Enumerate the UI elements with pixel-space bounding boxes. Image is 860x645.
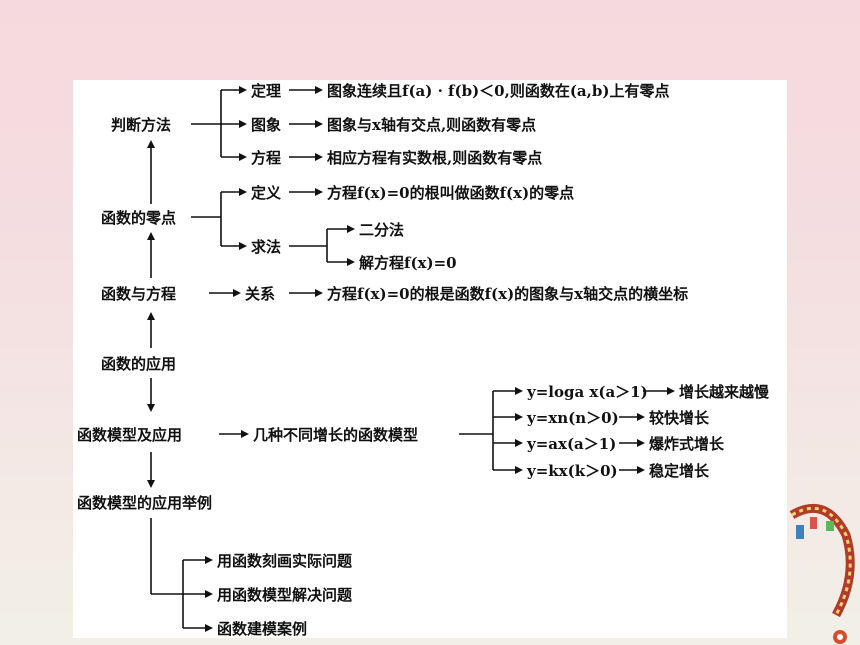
node-model-exp: y=ax(a＞1) bbox=[526, 435, 616, 453]
node-relation-desc: 方程f(x)=0的根是函数f(x)的图象与x轴交点的横坐标 bbox=[327, 285, 688, 303]
arrowhead bbox=[315, 86, 323, 94]
node-example-1: 用函数刻画实际问题 bbox=[217, 552, 353, 570]
arrowhead bbox=[515, 387, 523, 395]
arrowhead bbox=[515, 439, 523, 447]
node-model-log: y=loga x(a＞1) bbox=[526, 383, 648, 401]
arrowhead bbox=[147, 140, 155, 148]
arrowhead bbox=[205, 556, 213, 564]
node-examples: 函数模型的应用举例 bbox=[77, 494, 212, 512]
arrowhead bbox=[315, 153, 323, 161]
node-definition: 定义 bbox=[251, 184, 281, 202]
labels: 判断方法 定理 图象连续且f(a) · f(b)＜0,则函数在(a,b)上有零点… bbox=[77, 82, 770, 638]
concept-map: 判断方法 定理 图象连续且f(a) · f(b)＜0,则函数在(a,b)上有零点… bbox=[77, 82, 770, 638]
decor-house-2 bbox=[810, 517, 817, 529]
node-model-linear: y=kx(k＞0) bbox=[526, 462, 618, 480]
arrowhead bbox=[147, 232, 155, 240]
node-graph: 图象 bbox=[251, 116, 281, 134]
node-zeros: 函数的零点 bbox=[101, 209, 176, 227]
node-graph-desc: 图象与x轴有交点,则函数有零点 bbox=[327, 116, 536, 134]
arrowhead bbox=[347, 225, 355, 233]
decor-arch bbox=[789, 503, 855, 618]
node-model-power-desc: 较快增长 bbox=[649, 409, 710, 427]
connectors bbox=[147, 86, 675, 632]
arrowhead bbox=[515, 466, 523, 474]
node-model-log-desc: 增长越来越慢 bbox=[679, 383, 770, 401]
arrowhead bbox=[147, 480, 155, 488]
decor-house-1 bbox=[796, 525, 804, 539]
diagram-panel: 判断方法 定理 图象连续且f(a) · f(b)＜0,则函数在(a,b)上有零点… bbox=[73, 80, 787, 638]
node-example-2: 用函数模型解决问题 bbox=[217, 586, 353, 604]
arrowhead bbox=[205, 590, 213, 598]
decor-circle-center bbox=[837, 634, 843, 640]
corner-decoration bbox=[789, 503, 855, 644]
node-solving: 求法 bbox=[251, 238, 281, 256]
node-models-app: 函数模型及应用 bbox=[77, 426, 182, 444]
decor-arch-stripe bbox=[791, 506, 852, 616]
node-application: 函数的应用 bbox=[101, 355, 176, 373]
node-model-linear-desc: 稳定增长 bbox=[649, 462, 710, 480]
node-func-and-eq: 函数与方程 bbox=[101, 285, 176, 303]
arrowhead bbox=[637, 466, 645, 474]
arrowhead bbox=[239, 242, 247, 250]
node-bisection: 二分法 bbox=[359, 221, 404, 239]
arrowhead bbox=[241, 430, 249, 438]
arrowhead bbox=[239, 120, 247, 128]
arrowhead bbox=[147, 404, 155, 412]
arrowhead bbox=[315, 120, 323, 128]
node-theorem-desc: 图象连续且f(a) · f(b)＜0,则函数在(a,b)上有零点 bbox=[327, 82, 669, 100]
arrowhead bbox=[239, 153, 247, 161]
node-growth-models: 几种不同增长的函数模型 bbox=[253, 426, 418, 444]
decor-house-3 bbox=[826, 521, 834, 531]
node-equation: 方程 bbox=[251, 149, 281, 167]
arrowhead bbox=[515, 413, 523, 421]
node-solve-equation: 解方程f(x)=0 bbox=[359, 254, 457, 272]
arrowhead bbox=[637, 413, 645, 421]
node-definition-desc: 方程f(x)=0的根叫做函数f(x)的零点 bbox=[327, 184, 574, 202]
arrowhead bbox=[347, 258, 355, 266]
arrowhead bbox=[667, 387, 675, 395]
node-example-3: 函数建模案例 bbox=[217, 620, 307, 638]
node-judge-methods: 判断方法 bbox=[111, 116, 171, 134]
node-model-power: y=xn(n＞0) bbox=[526, 409, 619, 427]
arrowhead bbox=[239, 188, 247, 196]
arrowhead bbox=[147, 312, 155, 320]
arrowhead bbox=[637, 439, 645, 447]
arrowhead bbox=[315, 188, 323, 196]
arrowhead bbox=[205, 624, 213, 632]
arrowhead bbox=[315, 289, 323, 297]
node-relation: 关系 bbox=[245, 285, 275, 303]
node-equation-desc: 相应方程有实数根,则函数有零点 bbox=[327, 149, 542, 167]
arrowhead bbox=[239, 86, 247, 94]
node-model-exp-desc: 爆炸式增长 bbox=[649, 435, 725, 453]
node-theorem: 定理 bbox=[251, 82, 281, 100]
arrowhead bbox=[233, 289, 241, 297]
